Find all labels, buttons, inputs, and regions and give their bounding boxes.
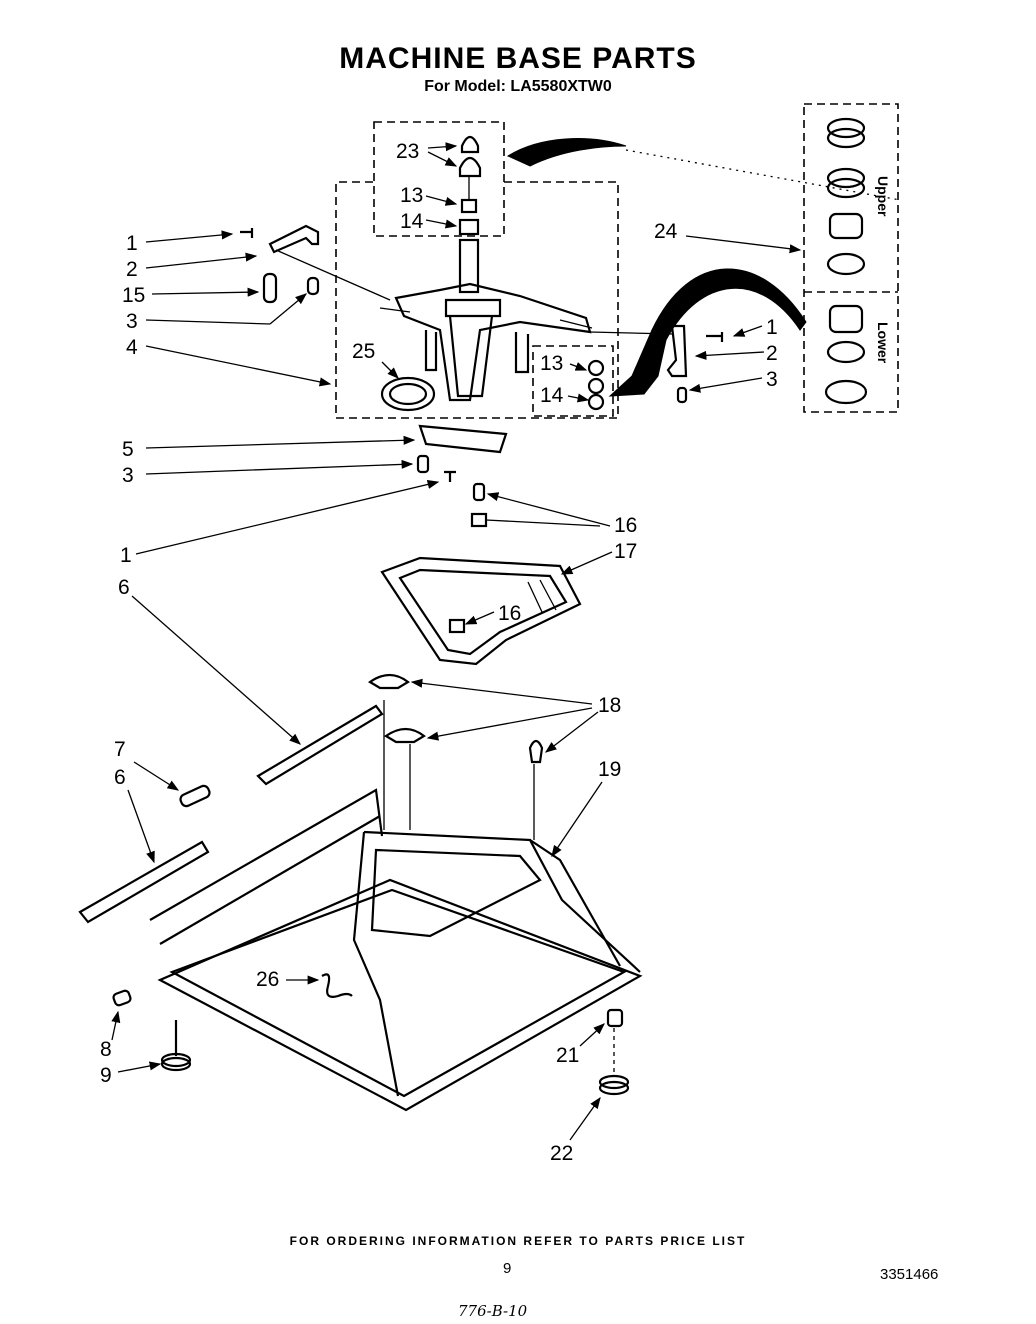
bearing-kit-lower [824,304,868,405]
callout-13: 13 [400,184,423,207]
callout-13: 13 [540,352,563,375]
upper-cap-part [458,135,482,178]
callout-22: 22 [550,1142,573,1165]
bearing-kit-upper [826,117,866,276]
handwritten-note: 776-B-10 [458,1302,528,1320]
upper-direction-arrow [506,138,901,201]
clip-part [448,482,488,634]
callout-7: 7 [114,738,126,761]
callout-6: 6 [114,766,126,789]
callout-2: 2 [766,342,778,365]
callout-21: 21 [556,1044,579,1067]
lower-bushing-part [587,359,605,411]
callout-23: 23 [396,140,419,163]
callout-1: 1 [126,232,138,255]
leader-lines [111,142,802,1141]
group-label-upper: Upper [875,176,891,217]
callout-8: 8 [100,1038,112,1061]
leveling-leg-right [598,1008,630,1096]
callout-15: 15 [122,284,145,307]
rail-part-upper [256,704,384,786]
model-subtitle: For Model: LA5580XTW0 [424,78,612,95]
assembly-dashed-box [335,181,619,419]
lower-brace-part [416,424,508,482]
document-number: 3351466 [880,1266,939,1283]
callout-9: 9 [100,1064,112,1087]
callout-19: 19 [598,758,621,781]
callout-6: 6 [118,576,130,599]
callout-14: 14 [400,210,424,233]
callout-17: 17 [614,540,637,563]
wire-harness-part [321,973,353,998]
callout-3: 3 [122,464,134,487]
group-label-lower: Lower [875,322,891,364]
callout-1: 1 [120,544,132,567]
callout-25: 25 [352,340,375,363]
drive-spider-assembly [379,238,593,402]
ordering-info-note: FOR ORDERING INFORMATION REFER TO PARTS … [289,1234,747,1248]
machine-base-frame [149,700,643,1112]
callout-3: 3 [766,368,778,391]
callout-14: 14 [540,384,564,407]
callout-3: 3 [126,310,138,333]
callout-4: 4 [126,336,138,359]
bearing-kit-dashed-box [803,103,899,413]
callout-16: 16 [498,602,521,625]
callout-1: 1 [766,316,778,339]
rail-part-lower [78,840,210,924]
left-pump-bracket [240,224,391,304]
clip-fastener-part [367,673,544,764]
leveling-leg-left [112,989,192,1072]
spring-part [179,784,211,808]
callout-26: 26 [256,968,279,991]
callout-2: 2 [126,258,138,281]
upper-parts-dashed-box [373,121,505,237]
seal-ring-part [380,376,436,412]
page-title: MACHINE BASE PARTS [339,42,697,75]
callout-24: 24 [654,220,678,243]
lower-direction-arrow [608,268,807,397]
page-number: 9 [503,1260,512,1277]
callout-labels: 1 2 15 3 4 23 13 14 25 13 14 24 1 2 3 5 … [100,140,778,1165]
lower-parts-dashed-box [532,345,614,417]
upper-bushing-part [458,176,480,236]
stabilizer-frame-part [380,556,582,666]
callout-18: 18 [598,694,621,717]
callout-16: 16 [614,514,637,537]
callout-5: 5 [122,438,134,461]
